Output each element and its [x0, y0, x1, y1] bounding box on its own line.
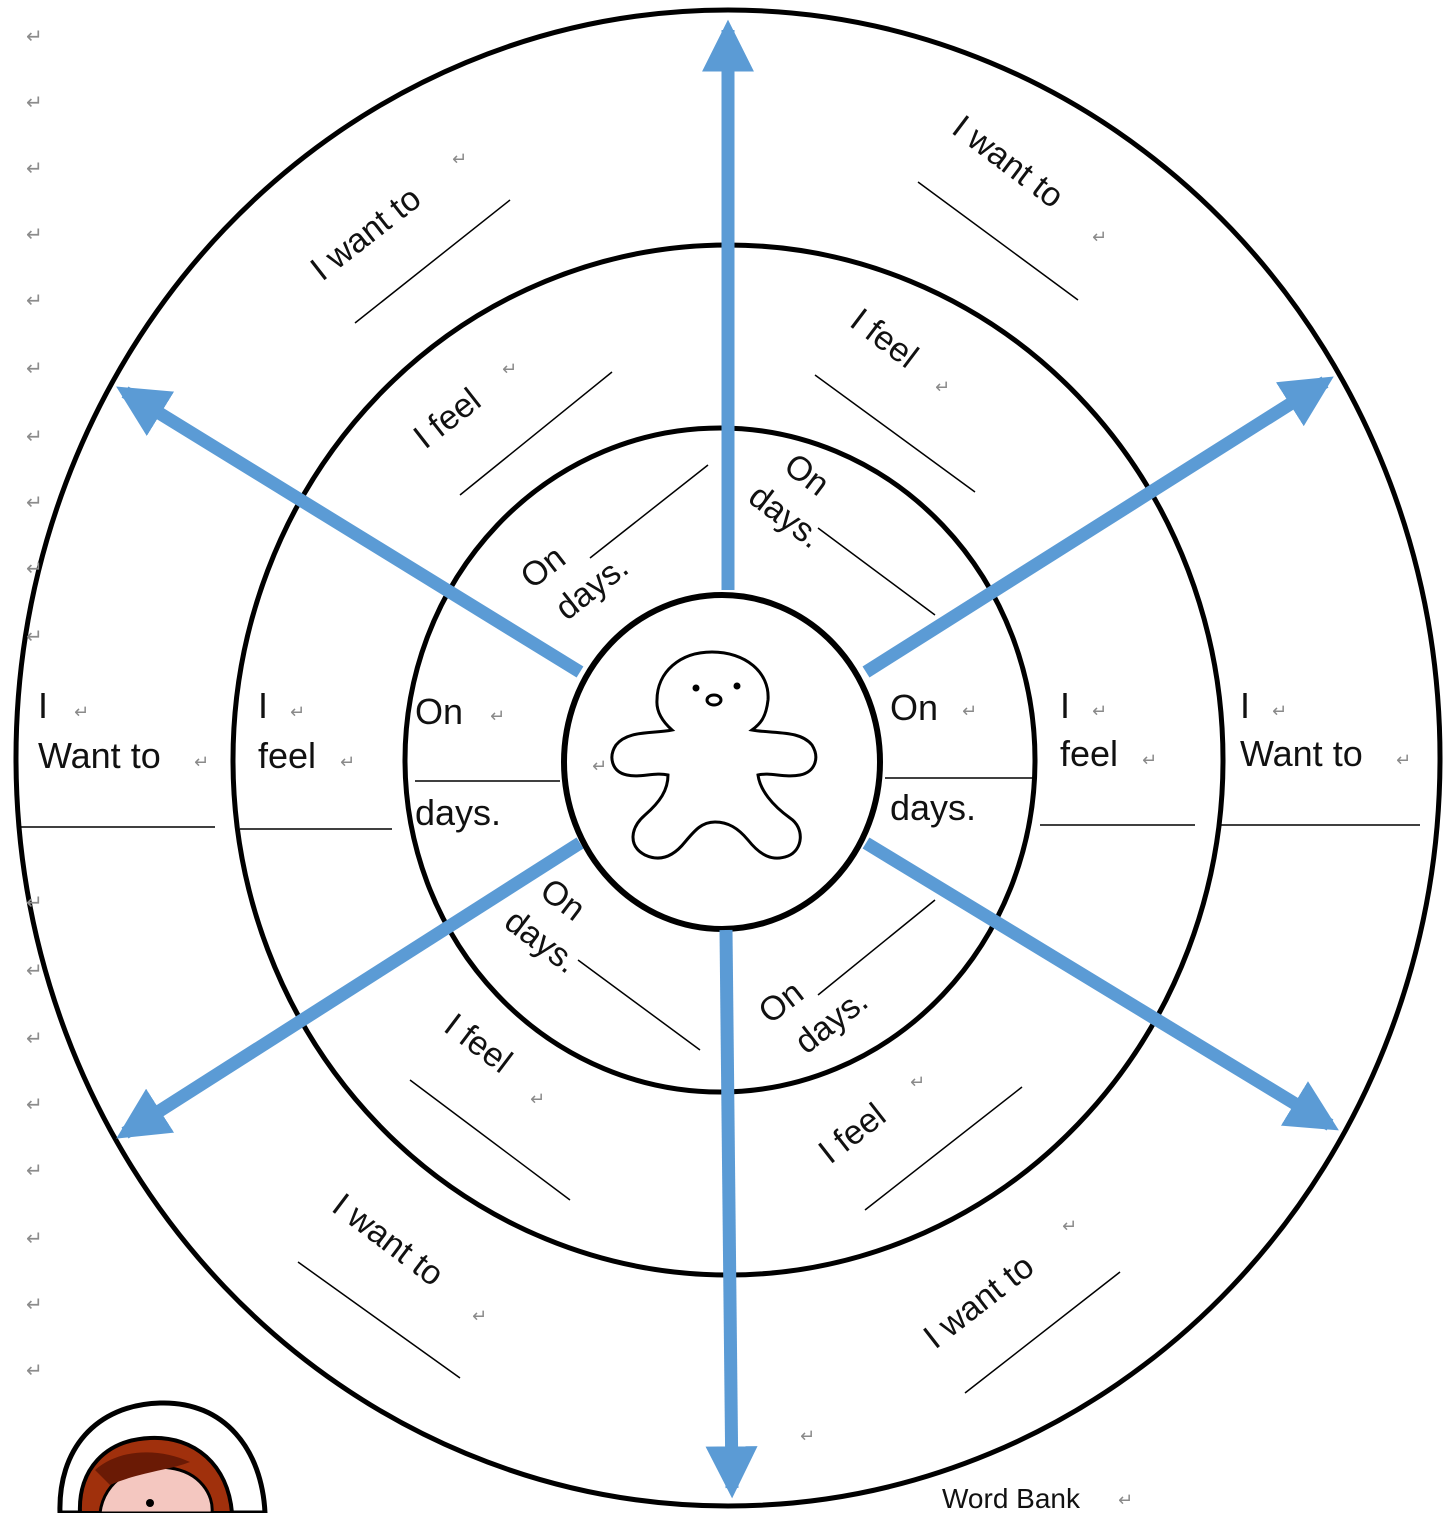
svg-text:↵: ↵: [1272, 701, 1287, 722]
svg-text:↵: ↵: [340, 752, 355, 773]
paragraph-mark: ↵: [26, 892, 43, 912]
paragraph-mark: ↵: [26, 224, 43, 244]
label-left-outer-i: I: [38, 685, 48, 726]
svg-text:↵: ↵: [1092, 227, 1107, 248]
label-left-middle-i: I: [258, 685, 268, 726]
arrow-down: [726, 930, 732, 1488]
paragraph-mark: ↵: [26, 1160, 43, 1180]
outer-labels: I want to I want to I want to I want to: [304, 108, 1071, 1356]
svg-text:↵: ↵: [800, 1426, 815, 1447]
label-right-middle-feel: feel: [1060, 733, 1118, 774]
paragraph-mark: ↵: [26, 960, 43, 980]
svg-text:↵: ↵: [490, 706, 505, 727]
svg-text:↵: ↵: [962, 701, 977, 722]
svg-text:↵: ↵: [290, 702, 305, 723]
label-want-top-left: I want to: [304, 179, 429, 288]
arrow-down-right: [866, 843, 1330, 1125]
svg-text:↵: ↵: [1396, 750, 1411, 771]
label-left-inner-days: days.: [415, 792, 501, 833]
label-left-inner-on: On: [415, 691, 463, 732]
label-feel-bottom-right: I feel: [812, 1096, 893, 1171]
paragraph-mark: ↵: [26, 558, 43, 578]
paragraph-mark: ↵: [26, 492, 43, 512]
svg-text:↵: ↵: [1092, 701, 1107, 722]
svg-text:↵: ↵: [74, 702, 89, 723]
arrow-down-left: [125, 843, 580, 1133]
svg-text:↵: ↵: [910, 1072, 925, 1093]
paragraph-mark: ↵: [26, 290, 43, 310]
svg-text:↵: ↵: [1062, 1216, 1077, 1237]
arrow-up-left: [125, 392, 580, 672]
label-left-outer-want: Want to: [38, 735, 161, 776]
svg-text:↵: ↵: [1142, 750, 1157, 771]
gingerbread-man-icon: [612, 652, 816, 858]
inner-labels: On days. On days. On days. On days.: [498, 440, 876, 1068]
arrow-up-right: [866, 382, 1325, 672]
inline-paragraph-marks: ↵ ↵ ↵ ↵ ↵ ↵ ↵ ↵ ↵ ↵ ↵ ↵ ↵ ↵ ↵ ↵ ↵ ↵ ↵ ↵: [74, 149, 1411, 1447]
word-bank-paragraph-mark: ↵: [1118, 1490, 1133, 1511]
word-bank-label: Word Bank: [942, 1483, 1081, 1513]
label-want-bottom-left: I want to: [325, 1186, 451, 1294]
label-right-inner-on: On: [890, 687, 938, 728]
label-right-inner-days: days.: [890, 787, 976, 828]
label-want-top-right: I want to: [945, 108, 1071, 216]
label-feel-bottom-left: I feel: [437, 1006, 519, 1081]
svg-text:↵: ↵: [530, 1089, 545, 1110]
paragraph-mark: ↵: [26, 158, 43, 178]
side-labels-right: On days. I feel I Want to: [890, 685, 1363, 828]
label-feel-top-right: I feel: [843, 301, 925, 376]
side-labels-left: I Want to I feel On days.: [38, 685, 501, 833]
label-right-outer-want: Want to: [1240, 733, 1363, 774]
paragraph-mark: ↵: [26, 1294, 43, 1314]
paragraph-mark: ↵: [26, 1094, 43, 1114]
paragraph-mark: ↵: [26, 1360, 43, 1380]
paragraph-mark: ↵: [26, 1028, 43, 1048]
paragraph-mark: ↵: [26, 626, 43, 646]
paragraph-mark: ↵: [26, 1228, 43, 1248]
svg-text:↵: ↵: [592, 756, 607, 777]
label-right-middle-i: I: [1060, 685, 1070, 726]
girl-clipart-image: [60, 1403, 265, 1513]
svg-text:↵: ↵: [452, 149, 467, 170]
paragraph-mark: ↵: [26, 92, 43, 112]
paragraph-mark: ↵: [26, 26, 43, 46]
paragraph-mark: ↵: [26, 426, 43, 446]
label-right-outer-i: I: [1240, 685, 1250, 726]
svg-text:↵: ↵: [502, 359, 517, 380]
svg-text:↵: ↵: [194, 752, 209, 773]
svg-text:↵: ↵: [935, 377, 950, 398]
paragraph-mark: ↵: [26, 358, 43, 378]
diagonal-blank-lines: [298, 182, 1120, 1393]
inner-ring: [405, 428, 1035, 1092]
svg-text:↵: ↵: [472, 1306, 487, 1327]
label-left-middle-feel: feel: [258, 735, 316, 776]
label-want-bottom-right: I want to: [917, 1247, 1042, 1356]
label-feel-top-left: I feel: [407, 381, 488, 456]
